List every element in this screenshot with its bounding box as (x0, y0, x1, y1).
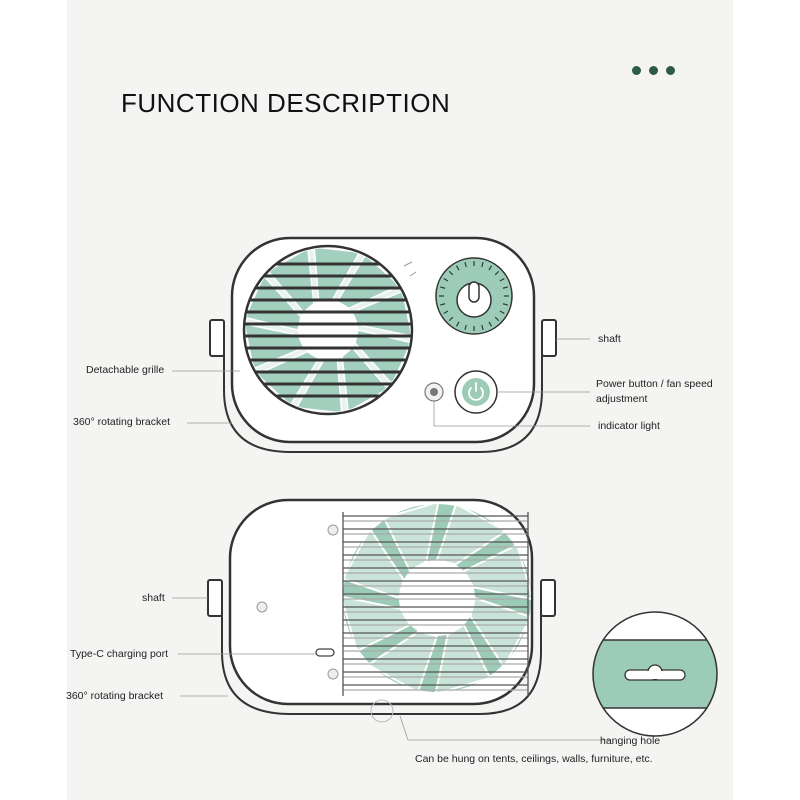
rotating-bracket (223, 338, 543, 453)
speed-dial (435, 257, 513, 335)
label-indicator-light: indicator light (598, 420, 660, 432)
label-shaft-top: shaft (598, 333, 621, 345)
bracket-knob-left (209, 319, 225, 357)
label-power-button: Power button / fan speed (596, 378, 713, 390)
dot (649, 66, 658, 75)
leader-lines-back (172, 597, 610, 741)
hanging-hole-marker (370, 699, 394, 723)
detachable-grille (242, 244, 414, 416)
dial-markings (403, 261, 417, 277)
label-detachable-grille: Detachable grille (86, 364, 165, 376)
usb-c-port-icon (315, 648, 335, 657)
power-icon (468, 382, 484, 401)
rotating-bracket (221, 600, 542, 715)
fan-blade-icon (343, 504, 531, 692)
hanging-hole-icon (624, 664, 686, 681)
label-hanging-note: Can be hung on tents, ceilings, walls, f… (415, 753, 653, 765)
page-title: FUNCTION DESCRIPTION (121, 88, 451, 118)
bracket-knob-left (207, 579, 223, 617)
label-rotating-bracket-bottom: 360° rotating bracket (66, 690, 164, 702)
power-button[interactable] (454, 370, 498, 414)
bracket-knob-right (541, 319, 557, 357)
bracket-knob-right (540, 579, 556, 617)
indicator-light-icon (424, 382, 444, 402)
screws (256, 524, 339, 680)
label-type-c-port: Type-C charging port (70, 648, 169, 660)
back-grille (342, 512, 529, 696)
leader-lines-front (172, 338, 590, 427)
pagination-dots (632, 66, 675, 75)
label-power-button-line2: adjustment (596, 393, 648, 405)
dot (666, 66, 675, 75)
hanging-hole-detail (592, 611, 718, 737)
label-rotating-bracket-top: 360° rotating bracket (73, 416, 171, 428)
dot (632, 66, 641, 75)
label-hanging-hole: hanging hole (600, 735, 661, 747)
label-shaft-bottom: shaft (142, 592, 165, 604)
